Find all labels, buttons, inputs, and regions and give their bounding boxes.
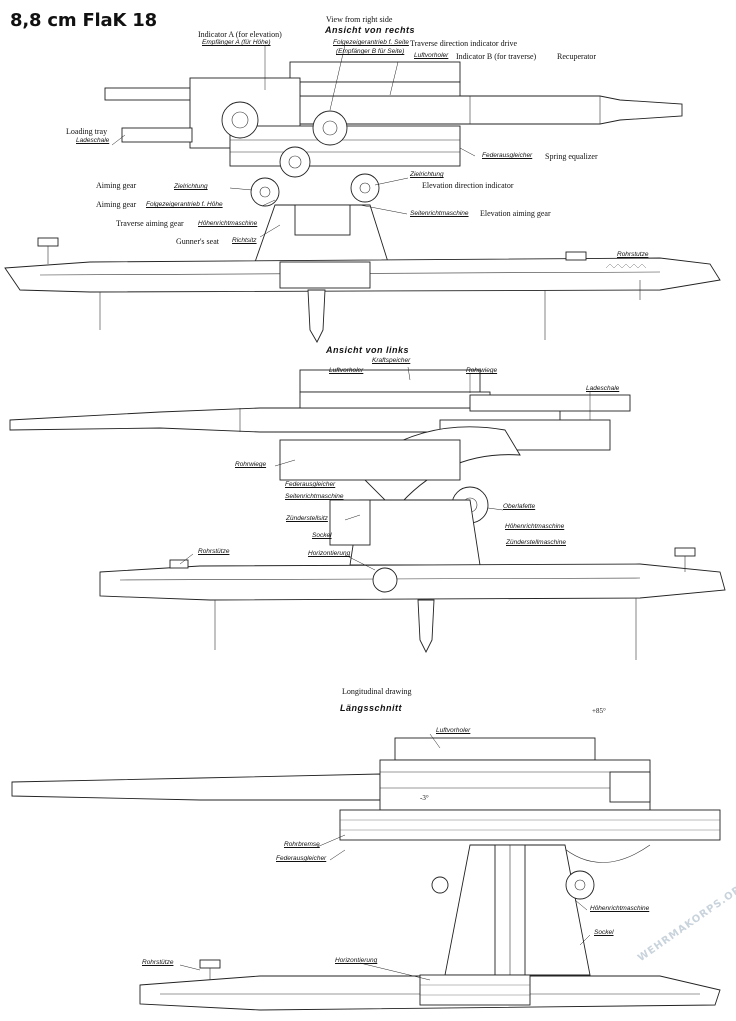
label-zielrichtung-2-de: Zielrichtung: [410, 171, 444, 178]
label-horizontierung-section: Horizontierung: [335, 957, 378, 964]
label-sockel-left: Sockel: [312, 532, 332, 539]
gear-right-3: [312, 110, 348, 146]
label-indicator-b-en: Indicator B (for traverse): [456, 52, 537, 61]
label-rohrstutze-right: Rohrstutze: [617, 251, 649, 258]
label-seitenricht-right: Seitenrichtmaschine: [410, 210, 469, 217]
gear-right-4: [250, 177, 280, 207]
label-ladeschale-left: Ladeschale: [586, 385, 620, 392]
left-view-heading: Ansicht von links: [326, 345, 410, 355]
leader-lines: [111, 44, 591, 981]
label-luftvorholer-right: Luftvorholer: [414, 52, 449, 59]
label-angle-max: +85°: [592, 707, 606, 715]
label-federausgleicher-section: Federausgleicher: [276, 855, 327, 862]
label-rohrbremse: Rohrbremse: [284, 841, 320, 848]
label-hohenricht-left: Höhenrichtmaschine: [505, 523, 565, 530]
label-indicator-a-de: Empfänger A (für Höhe): [202, 39, 271, 46]
label-loading-tray-de: Ladeschale: [76, 137, 110, 144]
label-oberlafette: Oberlafette: [503, 503, 536, 510]
label-traverse-aiming-en: Traverse aiming gear: [116, 219, 184, 228]
view-right-drawing: [4, 61, 721, 343]
label-loading-tray-en: Loading tray: [66, 127, 108, 136]
label-hohenricht-section: Höhenrichtmaschine: [590, 905, 650, 912]
label-elevation-direction-indicator: Elevation direction indicator: [422, 181, 514, 190]
label-traverse-aiming-de: Höhenrichtmaschine: [198, 220, 258, 227]
label-gunner-seat-de: Richtsitz: [232, 237, 257, 244]
gear-section-1: [565, 870, 595, 900]
label-aiming-gear-2-en: Aiming gear: [96, 200, 137, 209]
label-traverse-drive-en: Traverse direction indicator drive: [410, 39, 518, 48]
label-traverse-drive-de: Folgezeigerantrieb f. Seite: [333, 39, 409, 46]
gear-right-1: [221, 101, 259, 139]
label-zunderstellmaschine: Zünderstellmaschine: [506, 539, 566, 546]
label-spring-equalizer: Spring equalizer: [545, 152, 598, 161]
recuperator-left: [299, 369, 481, 393]
label-gunner-seat-en: Gunner's seat: [176, 237, 219, 246]
base-left: [99, 563, 726, 601]
label-federausgleicher-left: Federausgleicher: [285, 481, 336, 488]
label-federausgleicher-right: Federausgleicher: [482, 152, 533, 159]
label-rohrstutze-left: Rohrstütze: [198, 548, 230, 555]
label-sockel-section: Sockel: [594, 929, 614, 936]
label-rohrstutze-section: Rohrstütze: [142, 959, 174, 966]
label-indicator-a-en: Indicator A (for elevation): [198, 30, 282, 39]
label-seitenricht-left: Seitenrichtmaschine: [285, 493, 344, 500]
label-horizontierung-left: Horizontierung: [308, 550, 351, 557]
label-aiming-gear-1: Aiming gear: [96, 181, 137, 190]
label-rohrwiege-side: Rohrwiege: [235, 461, 267, 468]
view-section-drawing: [11, 737, 721, 1011]
section-heading-de: Längsschnitt: [340, 703, 403, 713]
label-recuperator: Recuperator: [557, 52, 597, 61]
section-heading-en: Longitudinal drawing: [342, 687, 412, 696]
barrel-section: [11, 773, 381, 801]
label-zundersteller: Zünderstellsitz: [286, 515, 328, 522]
label-luftvorholer-left: Luftvorholer: [329, 367, 364, 374]
gear-right-2: [279, 146, 311, 178]
label-rohrwiege-top: Rohrwiege: [466, 367, 498, 374]
label-kraftspeicher: Kraftspeicher: [372, 357, 411, 364]
label-luftvorholer-section: Luftvorholer: [436, 727, 471, 734]
recuperator-section: [394, 737, 596, 761]
view-left-drawing: [9, 369, 726, 660]
label-angle-min: -3°: [420, 794, 429, 802]
label-indicator-b-de: (Empfänger B für Seite): [336, 48, 405, 55]
page-title: 8,8 cm FlaK 18: [10, 10, 157, 31]
label-zielrichtung-1: Zielrichtung: [174, 183, 208, 190]
gear-right-5: [350, 173, 380, 203]
label-aiming-gear-2-de: Folgezeigerantrieb f. Höhe: [146, 201, 223, 208]
right-view-heading-de: Ansicht von rechts: [325, 25, 416, 35]
recuperator-right: [289, 61, 461, 83]
right-view-heading-en: View from right side: [326, 15, 393, 24]
label-elevation-aiming-gear: Elevation aiming gear: [480, 209, 551, 218]
